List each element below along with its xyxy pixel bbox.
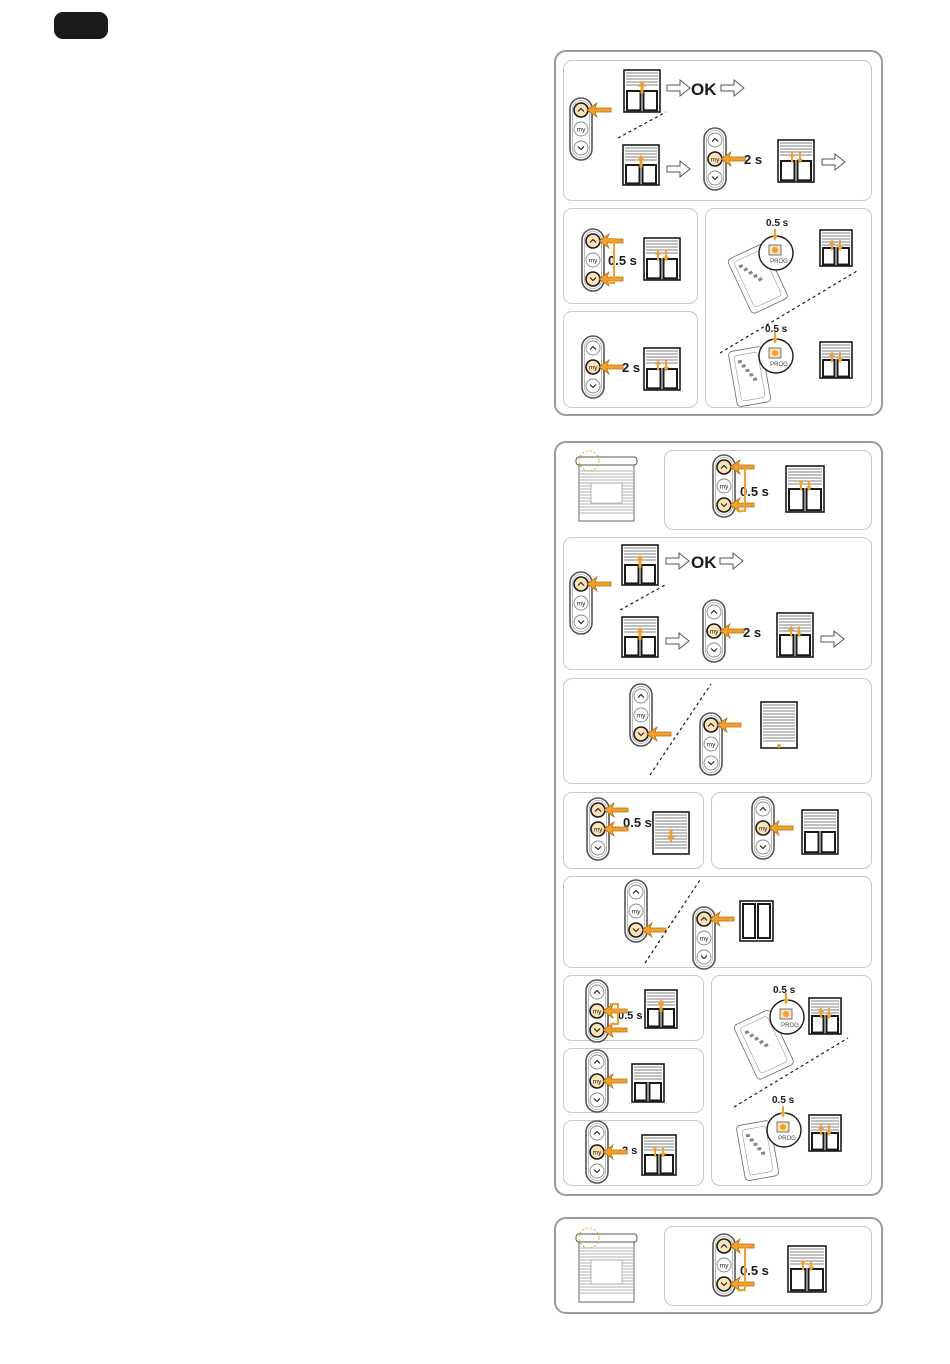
roller-shutter-icon (632, 1064, 664, 1102)
prog-button-icon: PROG (770, 993, 804, 1034)
roller-shutter-icon (645, 990, 677, 1028)
remote-control-icon: my (625, 880, 647, 942)
roller-shutter-icon (778, 140, 814, 182)
svg-text:my: my (577, 601, 586, 608)
svg-text:PROG: PROG (770, 362, 788, 368)
roller-shutter-icon (644, 238, 680, 280)
outline-arrow-right-icon (667, 161, 690, 177)
svg-text:my: my (577, 127, 586, 134)
svg-text:my: my (720, 484, 729, 491)
svg-text:PROG: PROG (778, 1136, 796, 1142)
outline-arrow-right-icon (822, 154, 845, 170)
svg-text:PROG: PROG (781, 1023, 799, 1029)
divider-line (620, 585, 665, 610)
prog-button-icon: PROG (759, 229, 793, 270)
svg-text:my: my (594, 827, 603, 834)
remote-control-icon: my (700, 713, 722, 775)
roller-shutter-icon (809, 1115, 841, 1151)
roller-shutter-icon (788, 1246, 826, 1292)
roller-shutter-icon (820, 342, 852, 378)
svg-text:my: my (707, 742, 716, 749)
roller-shutter-icon (777, 613, 813, 657)
motor-head-icon (576, 1228, 637, 1302)
remote-control-icon: my (693, 907, 715, 969)
prog-button-icon: PROG (767, 1106, 801, 1147)
prog-button-icon: PROG (759, 332, 793, 373)
remote-control-icon: my (713, 1234, 735, 1296)
svg-text:my: my (593, 1150, 602, 1157)
svg-text:my: my (720, 1263, 729, 1270)
motor-head-icon (576, 451, 637, 521)
roller-shutter-icon (653, 812, 689, 854)
outline-arrow-right-icon (666, 553, 689, 569)
roller-shutter-icon (740, 901, 773, 941)
roller-shutter-icon (622, 617, 658, 657)
svg-text:my: my (759, 826, 768, 833)
roller-shutter-icon (820, 230, 852, 266)
roller-shutter-icon (761, 702, 797, 748)
svg-text:my: my (589, 258, 598, 265)
remote-control-icon: my (630, 684, 652, 746)
remote-control-icon: my (570, 572, 592, 634)
remote-control-icon: my (713, 455, 735, 517)
roller-shutter-icon (624, 70, 660, 112)
remote-control-icon: my (582, 229, 604, 291)
roller-shutter-icon (802, 810, 838, 854)
remote-control-icon: my (570, 98, 592, 160)
divider-line (618, 112, 666, 138)
svg-text:my: my (710, 629, 719, 636)
roller-shutter-icon (623, 145, 659, 185)
roller-shutter-icon (809, 998, 841, 1034)
roller-shutter-icon (642, 1135, 676, 1175)
outline-arrow-right-icon (667, 80, 690, 96)
outline-arrow-right-icon (720, 553, 743, 569)
divider-line (645, 880, 700, 963)
svg-text:my: my (589, 365, 598, 372)
roller-shutter-icon (622, 545, 658, 585)
outline-arrow-right-icon (821, 631, 844, 647)
roller-shutter-icon (786, 466, 824, 512)
svg-text:my: my (632, 909, 641, 916)
svg-text:my: my (637, 713, 646, 720)
outline-arrow-right-icon (666, 633, 689, 649)
svg-text:PROG: PROG (770, 259, 788, 265)
svg-text:my: my (593, 1079, 602, 1086)
svg-text:my: my (700, 936, 709, 943)
outline-arrow-right-icon (721, 80, 744, 96)
svg-text:my: my (593, 1009, 602, 1016)
svg-text:my: my (711, 157, 720, 164)
roller-shutter-icon (644, 348, 680, 390)
